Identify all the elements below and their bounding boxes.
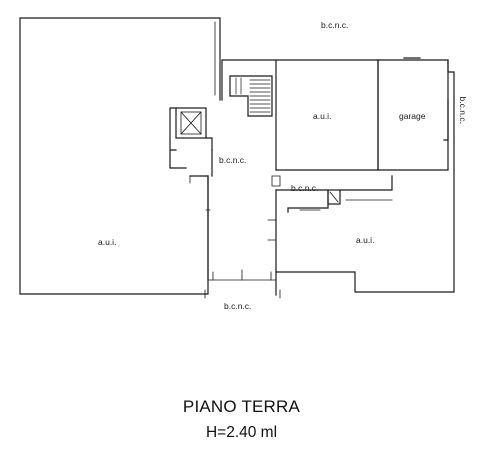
right-building-outline: [221, 59, 455, 296]
stair-steps: [235, 77, 271, 113]
elevator-shaft: [175, 107, 207, 139]
door-marks: [205, 209, 277, 281]
elevator-cab: [180, 111, 202, 135]
label-garage: garage: [399, 111, 426, 121]
label-bcnc-right: b.c.n.c.: [457, 96, 468, 124]
corridor-shaft: [327, 189, 341, 205]
label-aui-center: a.u.i.: [313, 111, 332, 121]
elevator-cross: [180, 111, 202, 135]
entrance-gap: [204, 289, 281, 299]
label-bcnc-bottom: b.c.n.c.: [224, 301, 252, 311]
corridor-lower-wall: [299, 199, 393, 211]
garage-door-jambs: [403, 57, 449, 141]
label-bcnc-corridor: b.c.n.c.: [291, 183, 319, 193]
label-bcnc-top: b.c.n.c.: [321, 20, 349, 30]
floor-height-note: H=2.40 ml: [205, 424, 278, 441]
label-bcnc-central: b.c.n.c.: [219, 155, 247, 165]
central-left-wall: [207, 149, 213, 281]
column-marks: [189, 175, 281, 187]
stair-outline: [229, 75, 273, 117]
elevator-surround: [169, 107, 213, 169]
left-unit-walls: [19, 17, 221, 295]
corridor-shaft-mark: [329, 191, 339, 203]
floor-title: PIANO TERRA: [182, 397, 301, 416]
corridor-walls: [275, 175, 393, 213]
label-aui-left: a.u.i.: [98, 237, 117, 247]
label-aui-right: a.u.i.: [356, 235, 375, 245]
